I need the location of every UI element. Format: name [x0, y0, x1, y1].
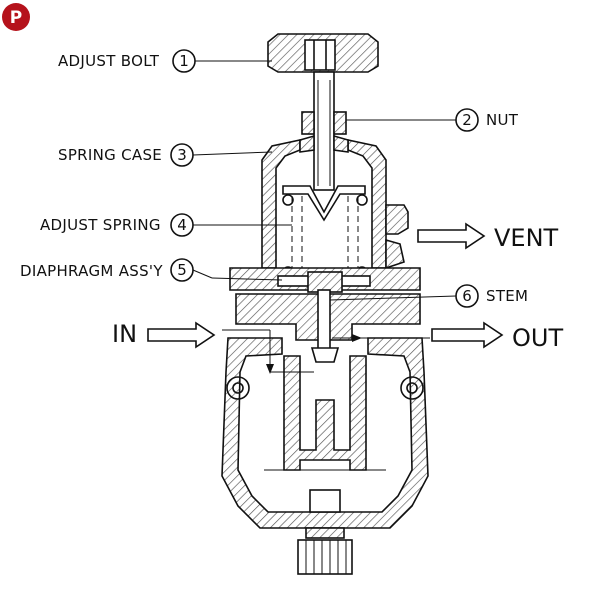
svg-text:3: 3	[177, 146, 187, 164]
regulator-cross-section	[221, 33, 430, 575]
svg-text:ADJUST BOLT: ADJUST BOLT	[58, 52, 160, 70]
svg-text:STEM: STEM	[486, 287, 528, 305]
brand-logo: P	[2, 3, 30, 31]
callout-diaphragm-assy: DIAPHRAGM ASS'Y 5	[20, 258, 283, 282]
callout-adjust-bolt: ADJUST BOLT 1	[58, 49, 272, 73]
callout-adjust-spring: ADJUST SPRING 4	[40, 213, 292, 237]
vent-arrow: VENT	[417, 222, 559, 252]
svg-text:SPRING CASE: SPRING CASE	[58, 146, 162, 164]
svg-text:2: 2	[462, 111, 472, 129]
callout-stem: 6 STEM	[329, 284, 528, 308]
svg-text:OUT: OUT	[512, 324, 563, 352]
svg-text:NUT: NUT	[486, 111, 519, 129]
svg-text:6: 6	[462, 287, 472, 305]
svg-text:5: 5	[177, 261, 187, 279]
svg-text:VENT: VENT	[494, 224, 559, 252]
svg-text:4: 4	[177, 216, 187, 234]
callout-spring-case: SPRING CASE 3	[58, 143, 273, 167]
callout-nut: 2 NUT	[346, 108, 519, 132]
svg-text:1: 1	[179, 52, 189, 70]
svg-text:DIAPHRAGM ASS'Y: DIAPHRAGM ASS'Y	[20, 262, 163, 280]
svg-text:IN: IN	[112, 320, 137, 348]
svg-text:P: P	[10, 8, 22, 28]
in-arrow: IN	[112, 320, 216, 349]
svg-text:ADJUST SPRING: ADJUST SPRING	[40, 216, 161, 234]
out-arrow: OUT	[431, 321, 563, 352]
